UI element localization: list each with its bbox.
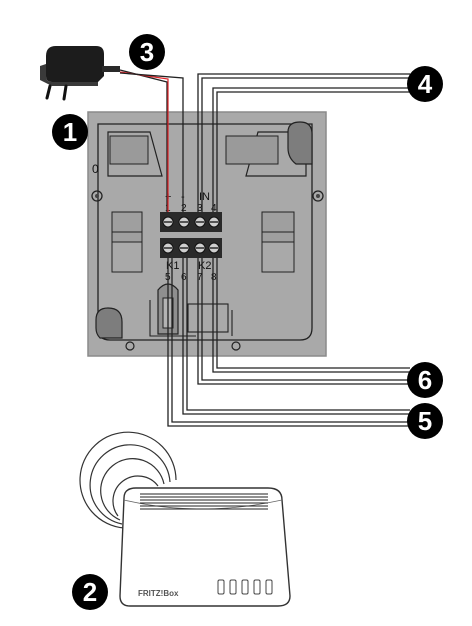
terminal-screws-bottom: [162, 242, 220, 254]
terminal-number-4: 4: [211, 203, 217, 214]
plate-side-mark: 0: [92, 162, 99, 176]
wireless-signal-icon: [79, 431, 177, 529]
callout-6: 6: [407, 362, 443, 398]
mounting-plate: 0: [87, 111, 327, 357]
svg-text:3: 3: [140, 37, 154, 67]
terminal-label-in: IN: [199, 191, 210, 203]
svg-text:4: 4: [418, 69, 433, 99]
terminal-block: + - IN 1 2 3 4 K1 K2 5 6 7 8: [160, 191, 222, 283]
terminal-number-7: 7: [197, 272, 203, 283]
callout-1: 1: [52, 114, 88, 150]
router-leds: [217, 579, 273, 595]
terminal-number-3: 3: [197, 203, 203, 214]
terminal-label-k1: K1: [166, 260, 179, 272]
output-wires: [167, 258, 410, 427]
power-wires: [119, 69, 184, 212]
svg-text:1: 1: [63, 117, 77, 147]
callout-5: 5: [407, 403, 443, 439]
callout-4: 4: [407, 66, 443, 102]
router-brand: FRITZ!Box: [138, 589, 179, 598]
router-icon: FRITZ!Box: [79, 431, 291, 607]
terminal-label-k2: K2: [198, 260, 211, 272]
terminal-number-8: 8: [211, 272, 217, 283]
svg-text:2: 2: [83, 577, 97, 607]
callout-2: 2: [72, 574, 108, 610]
svg-text:6: 6: [418, 365, 432, 395]
router-vent: [140, 493, 268, 510]
power-adapter-icon: [40, 46, 120, 101]
terminal-screws-top: [162, 216, 220, 228]
svg-text:5: 5: [418, 406, 432, 436]
terminal-number-2: 2: [181, 203, 187, 214]
callout-3: 3: [129, 34, 165, 70]
input-wires: [197, 73, 410, 212]
terminal-number-6: 6: [181, 272, 187, 283]
